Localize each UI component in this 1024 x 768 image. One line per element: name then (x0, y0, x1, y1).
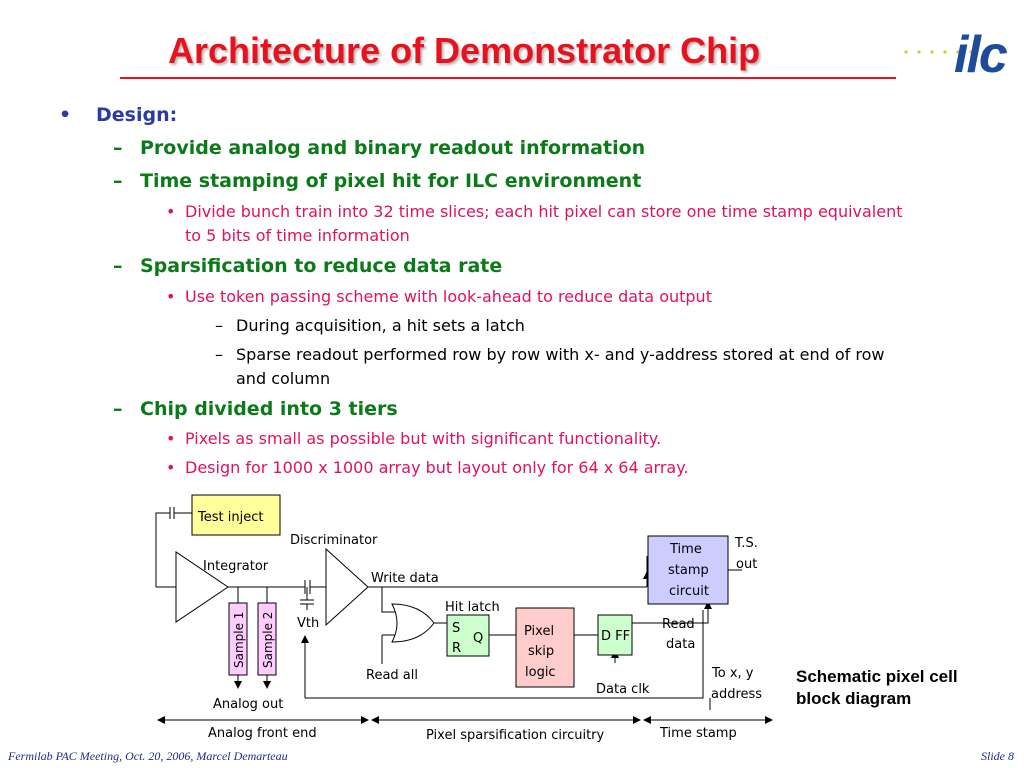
bullet-dash-icon: – (113, 255, 123, 277)
bullet-text: and column (236, 369, 331, 388)
read-data-label-2: data (666, 637, 695, 652)
bullet-text: Chip divided into 3 tiers (140, 398, 398, 420)
footer-slide-number: Slide 8 (981, 749, 1014, 763)
sample1-label: Sample 1 (232, 612, 246, 668)
ilc-logo-text: ilc (954, 26, 1008, 82)
ts-out-label-1: T.S. (734, 536, 758, 551)
discriminator-label: Discriminator (290, 533, 378, 548)
region-sparse-label: Pixel sparsification circuitry (426, 728, 605, 743)
to-xy-label-2: address (711, 687, 762, 702)
pixel-cell-schematic: Test inject Integrator Discriminator Wri… (155, 494, 773, 743)
bullet-text: Time stamping of pixel hit for ILC envir… (140, 170, 642, 192)
pixel-cell-diagram: Test inject Integrator Discriminator Wri… (150, 492, 780, 747)
region-time-label: Time stamp (659, 726, 737, 741)
time-stamp-label-3: circuit (669, 584, 709, 599)
latch-s-label: S (452, 621, 460, 636)
latch-r-label: R (452, 641, 461, 656)
test-inject-capacitor (169, 507, 175, 519)
pixel-skip-label-2: skip (528, 644, 554, 659)
bullet-text: Sparse readout performed row by row with… (236, 345, 885, 364)
analog-out-label: Analog out (213, 697, 283, 712)
bullet-text: Use token passing scheme with look-ahead… (185, 287, 712, 306)
integrator-amplifier (175, 551, 229, 623)
bullet-dash-icon: – (215, 345, 223, 364)
slide-title: Architecture of Demonstrator Chip (168, 30, 761, 71)
hit-latch-box (446, 614, 490, 657)
write-data-label: Write data (371, 571, 439, 586)
dff-label: D FF (601, 629, 630, 644)
read-data-label-1: Read (662, 617, 695, 632)
or-gate (391, 603, 435, 643)
ts-out-label-2: out (736, 557, 757, 572)
bullet-dash-icon: – (113, 398, 123, 420)
time-stamp-label-2: stamp (668, 563, 709, 578)
test-inject-label: Test inject (197, 510, 263, 525)
bullet-dot-icon: • (59, 104, 72, 126)
data-clk-label: Data clk (596, 682, 650, 697)
caption-line-2: block diagram (796, 689, 912, 708)
sample1-box (228, 602, 248, 676)
analog-bus (305, 610, 704, 699)
sample-taps (237, 587, 268, 603)
sample2-label: Sample 2 (261, 612, 275, 668)
title-underline (120, 77, 896, 79)
ilc-logo-icon: ilc (904, 26, 1010, 84)
hit-latch-label: Hit latch (445, 600, 500, 615)
discriminator-amplifier (325, 547, 369, 627)
ilc-logo: ilc (898, 8, 1022, 84)
pixel-skip-box (515, 607, 575, 688)
caption-line-1: Schematic pixel cell (796, 667, 958, 686)
time-stamp-label-1: Time (669, 542, 702, 557)
bullet-text: Divide bunch train into 32 time slices; … (185, 202, 903, 221)
diagram-caption: Schematic pixel cell block diagram (796, 666, 1016, 710)
bullet-dash-icon: – (113, 170, 123, 192)
dff-box (597, 614, 633, 656)
test-inject-box (191, 494, 281, 536)
bullet-text: During acquisition, a hit sets a latch (236, 316, 525, 335)
to-xy-label-1: To x, y (711, 666, 754, 681)
vth-label: Vth (297, 616, 319, 631)
time-stamp-box (647, 535, 729, 605)
pixel-skip-label-3: logic (525, 665, 556, 680)
bullet-text: Pixels as small as possible but with sig… (185, 429, 662, 448)
bullet-text: Design: (96, 104, 178, 126)
bullet-text: Sparsification to reduce data rate (140, 255, 503, 277)
bullet-dot-icon: • (166, 429, 176, 448)
bullet-dot-icon: • (166, 202, 176, 221)
bullet-text: Design for 1000 x 1000 array but layout … (185, 458, 689, 477)
bullet-text: to 5 bits of time information (185, 226, 410, 245)
bullet-dash-icon: – (215, 316, 223, 335)
bullet-text: Provide analog and binary readout inform… (140, 137, 646, 159)
ground-capacitor (300, 587, 314, 610)
pixel-skip-label-1: Pixel (524, 624, 554, 639)
read-all-label: Read all (366, 668, 418, 683)
bullet-dot-icon: • (166, 287, 176, 306)
test-inject-wire (155, 512, 170, 587)
footer-meeting: Fermilab PAC Meeting, Oct. 20, 2006, Mar… (8, 749, 288, 763)
integrator-label: Integrator (203, 559, 269, 574)
bullet-dot-icon: • (166, 458, 176, 477)
bullet-dash-icon: – (113, 137, 123, 159)
region-analog-label: Analog front end (208, 726, 317, 741)
latch-q-label: Q (473, 631, 483, 646)
sample2-box (257, 602, 277, 676)
